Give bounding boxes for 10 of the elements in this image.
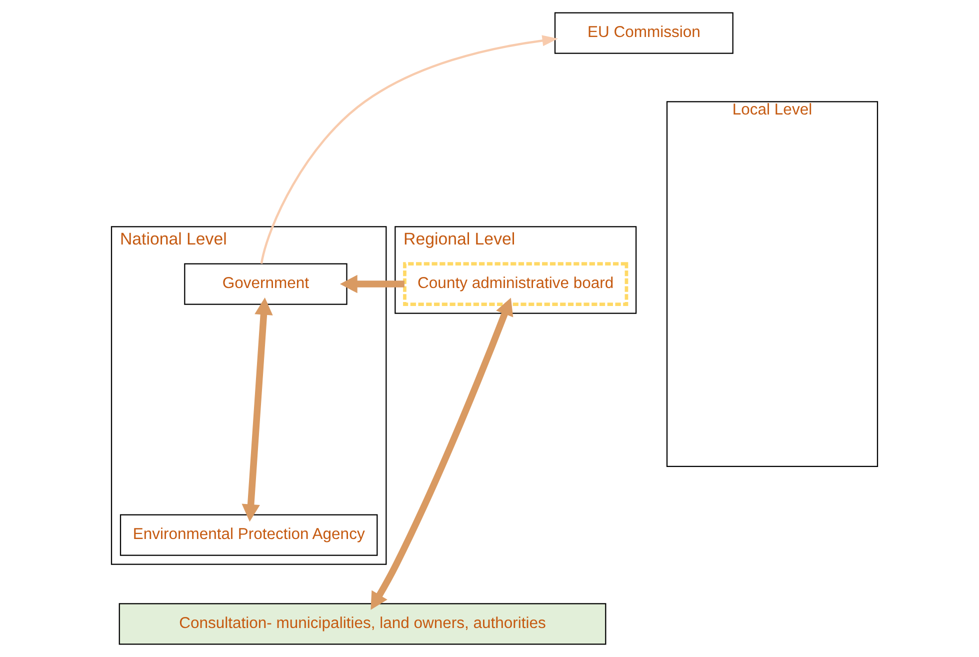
node-box: Environmental Protection Agency — [119, 514, 378, 556]
node-box: EU Commission — [554, 12, 733, 54]
arrow — [370, 298, 513, 610]
node-box: Local Level — [666, 101, 878, 467]
node-box: County administrative board — [402, 262, 628, 306]
arrow — [260, 35, 558, 264]
arrow — [241, 297, 272, 522]
arrow — [339, 274, 404, 294]
node-box: Government — [184, 263, 347, 305]
node-box: Consultation- municipalities, land owners, authorities — [118, 603, 606, 645]
